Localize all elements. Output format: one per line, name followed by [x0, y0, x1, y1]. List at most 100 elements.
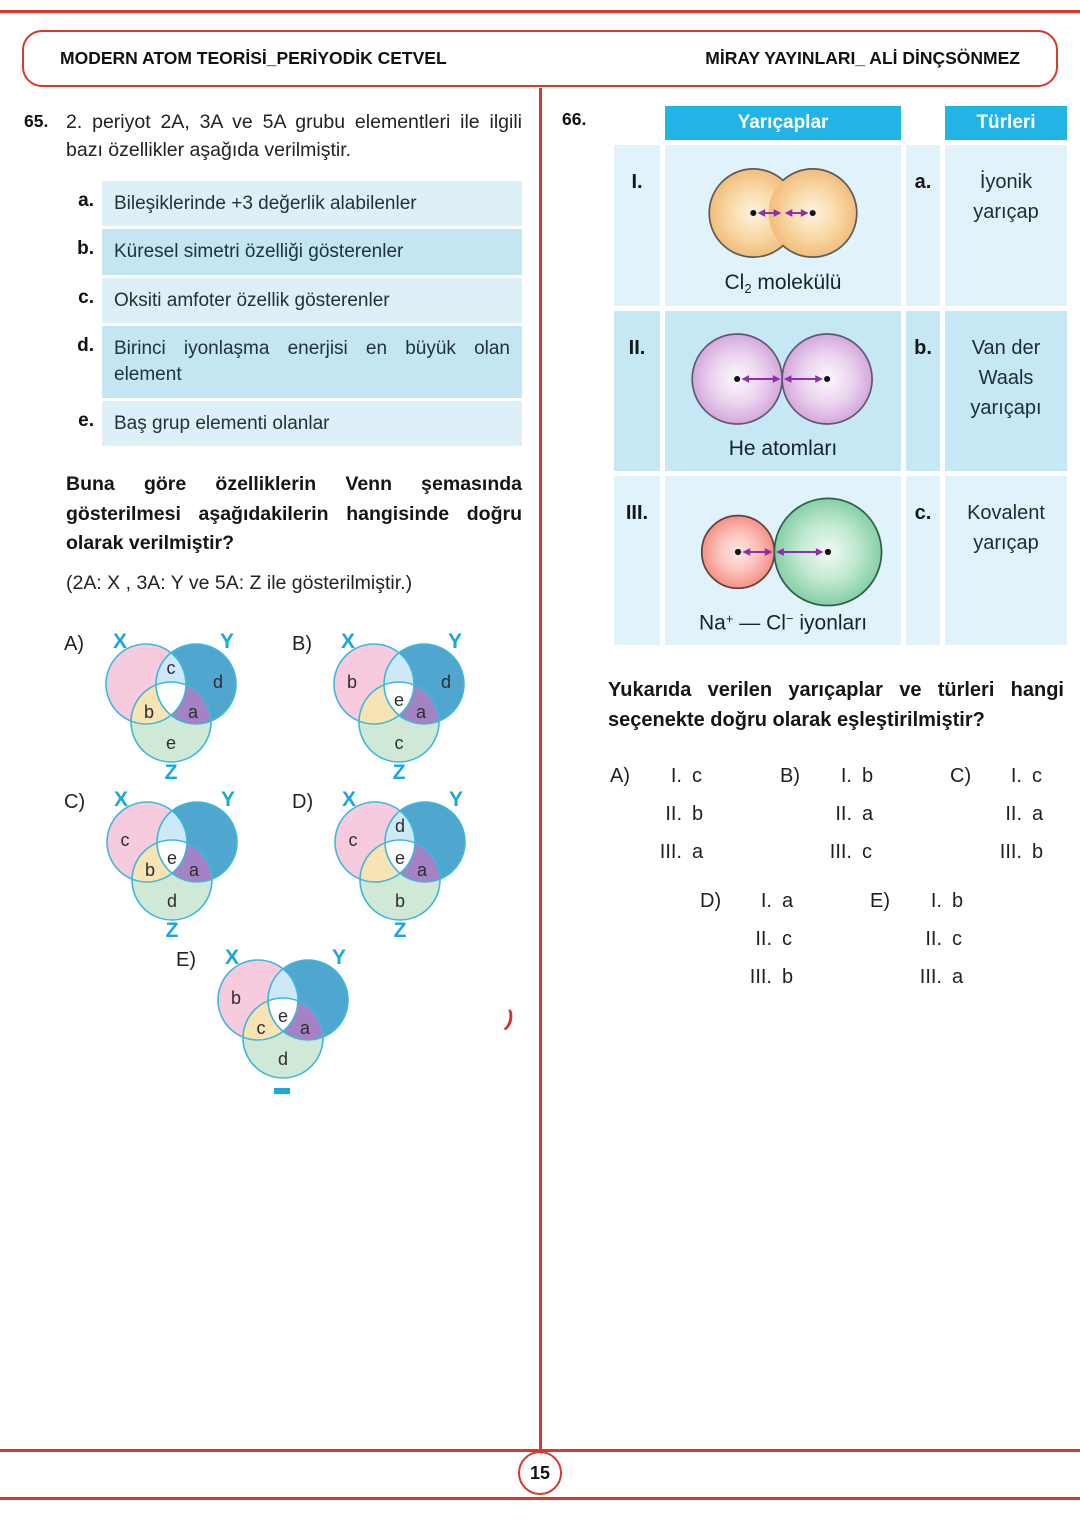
option-pair: III.b [749, 966, 794, 989]
row-letter: b. [906, 310, 940, 471]
option-pair: II.c [925, 928, 962, 951]
item-letter: d. [77, 335, 94, 357]
venn-region-letter: e [278, 1006, 288, 1026]
option-pair: II.a [835, 803, 874, 826]
venn-set-label-z: Z [394, 919, 407, 939]
option-pair: I.c [1010, 765, 1042, 788]
na-cl-ions-figure [700, 497, 883, 607]
item-letter: c. [78, 286, 94, 308]
row-roman-numeral: II. [614, 310, 660, 471]
table-header-gap [614, 106, 660, 140]
q65-item: d. Birinci iyonlaşma enerjisi en büyük ol… [66, 326, 522, 398]
venn-region-letter: d [278, 1049, 288, 1069]
footer-rule-top [0, 1449, 1080, 1452]
venn-set-label-x: X [113, 630, 127, 653]
item-text: Oksiti amfoter özellik gösterenler [102, 277, 522, 324]
option-pair: I.b [840, 765, 874, 788]
item-letter: a. [78, 189, 94, 211]
question-65-stem: Buna göre özelliklerin Venn şemasında gö… [66, 473, 522, 554]
venn-region-letter: d [441, 672, 451, 692]
page-number: 15 [529, 1462, 551, 1483]
header-chapter-title: MODERN ATOM TEORİSİ_PERİYODİK CETVEL [60, 48, 447, 68]
row-roman-numeral: I. [614, 145, 660, 306]
venn-set-label-z: Z [393, 761, 406, 781]
venn-region-letter: b [231, 988, 241, 1008]
venn-set-label-x: X [114, 788, 128, 811]
question-65: 65. 2. periyot 2A, 3A ve 5A grubu elemen… [24, 108, 522, 165]
venn-region-letter: e [395, 848, 405, 868]
top-rule [0, 10, 1080, 13]
row-letter: c. [906, 475, 940, 646]
venn-region-letter: d [213, 672, 223, 692]
question-65-number: 65. [24, 111, 49, 131]
column-header-yaricaplar: Yarıçaplar [665, 106, 901, 140]
radius-figure-cell: Na+ — Cl− iyonları [665, 475, 901, 646]
venn-set-label-x: X [341, 630, 355, 653]
venn-region-letter: c [167, 658, 176, 678]
footer-rule-bottom [0, 1497, 1080, 1500]
option-pair: I.a [760, 890, 794, 913]
option-label: E) [870, 890, 890, 913]
venn-region-letter: c [349, 830, 358, 850]
venn-region-letter: a [189, 860, 200, 880]
venn-region-letter: b [145, 860, 155, 880]
venn-set-label-z: Z [166, 919, 179, 939]
option-pair: III.b [999, 841, 1044, 864]
option-pair: I.b [930, 890, 964, 913]
q65-item: b.Küresel simetri özelliği gösterenler [66, 229, 522, 275]
venn-set-label-z: Z [165, 761, 178, 781]
row-roman-numeral: III. [614, 475, 660, 646]
venn-region-letter: e [167, 848, 177, 868]
venn-region-letter: c [395, 733, 404, 753]
he-atoms-figure [691, 333, 873, 425]
row-letter: a. [906, 145, 940, 306]
venn-region-letter: e [394, 690, 404, 710]
item-text: Birinci iyonlaşma enerjisi en büyük olan… [102, 326, 522, 398]
venn-region-letter: e [166, 733, 176, 753]
venn-region-letter: a [416, 702, 427, 722]
option-pair: II.a [1005, 803, 1044, 826]
option-pair: I.c [670, 765, 702, 788]
item-text: Baş grup elementi olanlar [102, 400, 522, 447]
venn-set-label-y: Y [449, 788, 463, 811]
question-66-number: 66. [562, 109, 587, 129]
venn-region-letter: c [121, 830, 130, 850]
option-label: A) [64, 633, 84, 656]
radius-figure-cell: He atomları [665, 310, 901, 471]
radius-figure-cell: Cl2 molekülü [665, 145, 901, 306]
venn-region-letter: b [395, 891, 405, 911]
option-pair: II.c [755, 928, 792, 951]
cl2-molecule-figure [708, 168, 858, 258]
venn-set-label-x: X [225, 946, 239, 969]
venn-set-label-y: Y [221, 788, 235, 811]
molecule-caption: Na+ — Cl− iyonları [698, 610, 868, 635]
option-label: C) [64, 791, 86, 814]
venn-region-letter: a [300, 1018, 311, 1038]
q65-item: a.Bileşiklerinde +3 değerlik alabilenler [66, 180, 522, 227]
venn-region-letter: b [347, 672, 357, 692]
question-66-stem: Yukarıda verilen yarıçaplar ve türleri h… [608, 679, 1064, 732]
option-label: B) [780, 765, 800, 788]
